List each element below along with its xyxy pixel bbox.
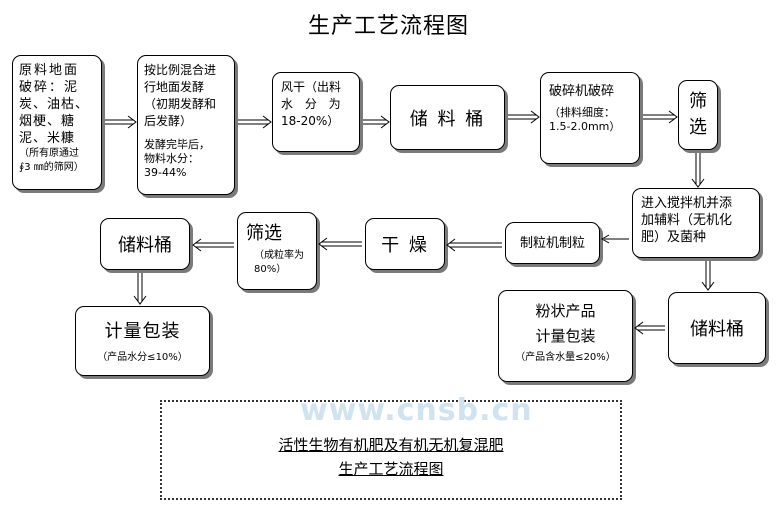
crusher-note-1: （排料细度： — [549, 106, 615, 119]
node-stir-mixer: 进入搅拌机并添 加辅料（无机化 肥）及菌种 — [632, 188, 760, 258]
arrow-airdry-to-storage1 — [363, 115, 390, 129]
node-air-dry: 风干（出料 水 分 为 18-20%） — [272, 72, 360, 152]
storage-3-label: 储料桶 — [690, 319, 744, 340]
footer-caption-box: 活性生物有机肥及有机无机复混肥 生产工艺流程图 — [160, 400, 622, 500]
mix-line-4: 后发酵） — [144, 114, 193, 128]
stir-line-3: 肥）及菌种 — [641, 230, 707, 245]
air-dry-line-1: 风干（出料 — [281, 80, 342, 94]
storage-1-label: 储 料 桶 — [409, 108, 486, 130]
arrow-stir-to-granulator — [600, 234, 629, 244]
raw-line-5: 泥、米糠 — [19, 131, 76, 146]
crusher-note-2: 1.5-2.0mm） — [549, 120, 621, 133]
sieve-2-label: 筛选 — [246, 223, 282, 244]
raw-line-3: 炭、油枯、 — [19, 97, 90, 112]
raw-note-1: （所有原通过 — [19, 148, 79, 159]
mix-note-2: 物料水分： — [144, 152, 199, 165]
arrow-crusher-to-sieve1 — [643, 110, 678, 124]
arrow-granulator-to-dryer — [446, 238, 502, 252]
mix-line-3: （初期发酵和 — [144, 97, 217, 111]
sieve-2-note-1: （成粒率为 — [254, 250, 304, 261]
arrow-mix-to-airdry — [238, 115, 272, 129]
watermark: www.cnsb.cn — [300, 393, 533, 428]
node-sieve-1: 筛 选 — [678, 80, 718, 150]
granulator-label: 制粒机制粒 — [519, 235, 585, 251]
node-mix-ferment: 按比例混合进 行地面发酵 （初期发酵和 后发酵） 发酵完毕后， 物料水分： 39… — [137, 55, 235, 195]
powder-label: 粉状产品 — [535, 302, 596, 320]
sieve-1-char-2: 选 — [689, 117, 707, 138]
crusher-label: 破碎机破碎 — [549, 84, 615, 99]
arrow-sieve1-to-stir — [691, 153, 705, 188]
node-storage-2: 储料桶 — [100, 218, 190, 270]
node-powder-product: 粉状产品 计量包装 （产品含水量≤20%） — [498, 290, 633, 382]
node-package: 计量包装 （产品水分≤10%） — [75, 306, 210, 376]
stir-line-2: 加辅料（无机化 — [641, 213, 733, 228]
storage-2-label: 储料桶 — [118, 235, 172, 256]
footer-line-1: 活性生物有机肥及有机无机复混肥 — [278, 436, 504, 454]
node-dryer: 干 燥 — [365, 218, 445, 270]
mix-note-1: 发酵完毕后， — [144, 138, 210, 151]
air-dry-line-3: 18-20%） — [281, 114, 340, 128]
package-label: 计量包装 — [104, 321, 181, 342]
package-note: （产品水分≤10%） — [97, 352, 188, 363]
mix-line-1: 按比例混合进 — [144, 63, 217, 77]
node-storage-1: 储 料 桶 — [390, 85, 505, 150]
air-dry-line-2: 水 分 为 — [281, 97, 345, 111]
raw-line-2: 破碎：泥 — [19, 80, 80, 95]
powder-note: （产品含水量≤20%） — [515, 352, 616, 363]
arrow-storage2-to-package — [133, 273, 147, 305]
mix-line-2: 行地面发酵 — [144, 80, 205, 94]
node-granulator: 制粒机制粒 — [505, 222, 600, 264]
arrow-stir-to-storage3 — [701, 261, 715, 291]
node-storage-3: 储料桶 — [668, 292, 766, 364]
node-crusher: 破碎机破碎 （排料细度： 1.5-2.0mm） — [540, 72, 640, 164]
arrow-dryer-to-sieve2 — [318, 237, 362, 251]
footer-line-2: 生产工艺流程图 — [338, 460, 444, 478]
raw-line-4: 烟梗、糖 — [19, 114, 76, 129]
mix-note-3: 39-44% — [144, 166, 187, 179]
powder-pack-label: 计量包装 — [535, 327, 596, 345]
node-raw-material: 原料地面 破碎：泥 炭、油枯、 烟梗、糖 泥、米糠 （所有原通过 ∮3 ㎜的筛网… — [12, 55, 102, 190]
arrow-storage1-to-crusher — [508, 110, 540, 124]
arrow-raw-to-mix — [105, 115, 137, 129]
diagram-title: 生产工艺流程图 — [307, 14, 469, 39]
node-sieve-2: 筛选 （成粒率为 80%） — [237, 212, 317, 290]
sieve-1-char-1: 筛 — [689, 91, 707, 112]
raw-line-1: 原料地面 — [19, 63, 80, 78]
sieve-2-note-2: 80%） — [254, 264, 287, 275]
arrow-sieve2-to-storage2 — [192, 238, 234, 252]
stir-line-1: 进入搅拌机并添 — [641, 196, 733, 211]
dryer-label: 干 燥 — [381, 235, 429, 256]
raw-note-2: ∮3 ㎜的筛网） — [19, 162, 84, 173]
arrow-storage3-to-powder — [634, 321, 665, 335]
